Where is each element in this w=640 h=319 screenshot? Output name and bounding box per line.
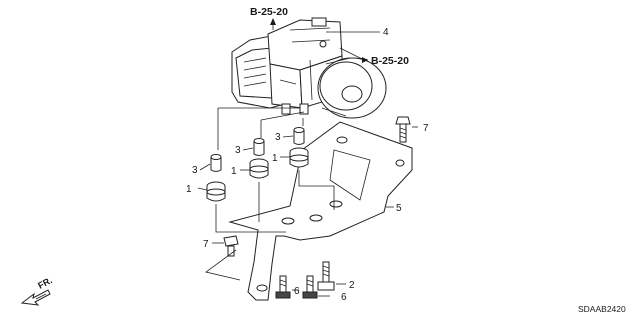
bolt-6-right [302,275,318,299]
abs-modulator-unit [231,17,387,119]
flange-bolt-upper [395,116,411,143]
callout-5: 5 [396,203,402,214]
reference-right: B-25-20 [371,55,409,67]
grommet-middle [249,158,269,179]
front-label: FR. [36,275,53,291]
callout-1-left: 1 [186,184,192,195]
callout-7-upper: 7 [423,123,429,134]
leader-lines [197,31,418,297]
callout-6-left: 6 [294,286,300,297]
diagram-code: SDAAB2420 [578,304,626,314]
collar-middle [253,138,265,156]
callout-3-middle: 3 [235,145,241,156]
arrow-right-icon [362,57,368,63]
grommet-left [206,181,226,202]
callout-2: 2 [349,280,355,291]
bolt-2 [317,261,335,291]
arrow-up-icon [270,18,276,25]
grommet-right [289,147,309,168]
front-direction-indicator [20,289,51,306]
callout-1-middle: 1 [231,166,237,177]
flange-bolt-lower-left [223,235,239,257]
arrow-front-icon [20,289,51,306]
collar-left [210,154,222,172]
mount-bracket [228,121,413,301]
callout-4: 4 [383,27,389,38]
callout-3-left: 3 [192,165,198,176]
collar-right [293,127,305,145]
bolt-6-left [275,275,291,299]
callout-3-right: 3 [275,132,281,143]
callout-6-right: 6 [341,292,347,303]
reference-top: B-25-20 [250,6,288,18]
callout-1-right: 1 [272,153,278,164]
callout-7-lower: 7 [203,239,209,250]
